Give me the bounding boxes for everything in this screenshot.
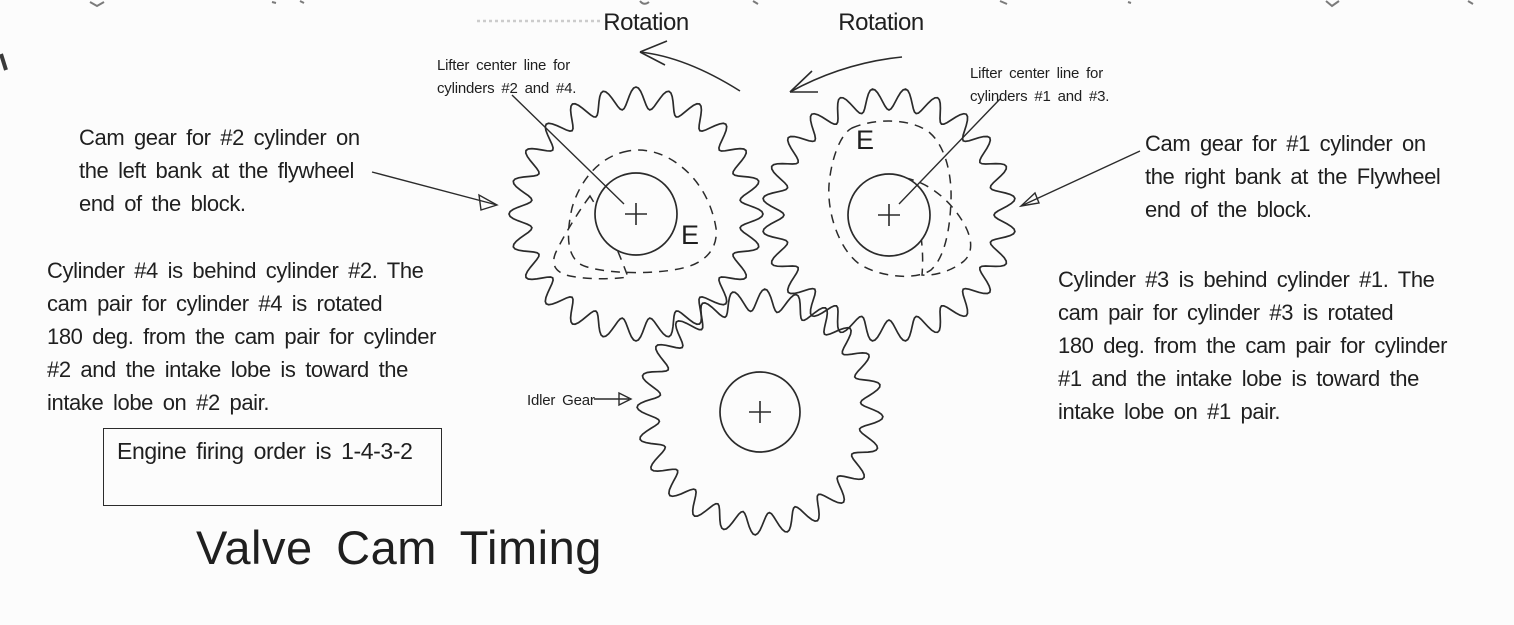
cylinder-note-right: Cylinder #3 is behind cylinder #1. The c… (1058, 267, 1448, 424)
firing-order-box: Engine firing order is 1-4-3-2 (103, 428, 442, 506)
scan-artifact-edge-mark (0, 53, 8, 71)
cam-gear-right-outline (762, 88, 1016, 342)
idler-gear-outline (636, 288, 884, 536)
rotation-arrow-right (789, 56, 903, 93)
page-title: Valve Cam Timing (196, 521, 602, 574)
cam-gear-left-outline (508, 86, 764, 342)
idler-gear-label: Idler Gear (527, 392, 595, 409)
rotation-label-left: Rotation (603, 9, 689, 36)
cam-gear-callout-left: Cam gear for #2 cylinder on the left ban… (79, 125, 360, 216)
rotation-label-right: Rotation (838, 9, 924, 36)
lifter-center-line-label-left: Lifter center line for cylinders #2 and … (437, 57, 577, 97)
exhaust-lobe-label-right: E (856, 125, 875, 155)
firing-order-text: Engine firing order is 1-4-3-2 (117, 438, 413, 464)
lifter-leader-left (511, 94, 625, 205)
cylinder-note-left: Cylinder #4 is behind cylinder #2. The c… (47, 258, 437, 415)
gear-center-crosshairs (625, 203, 900, 423)
cam-lobe-profiles-right (828, 120, 972, 278)
cam-gear-leader-left (371, 171, 499, 211)
idler-leader (594, 391, 633, 407)
exhaust-lobe-label-left: E (681, 220, 700, 250)
rotation-arrow-left (639, 40, 741, 92)
cam-gear-leader-right (1018, 150, 1141, 208)
scan-artifacts (89, 0, 1474, 8)
cam-gear-callout-right: Cam gear for #1 cylinder on the right ba… (1145, 131, 1441, 222)
cam-lobe-profiles-left (552, 149, 718, 280)
lifter-center-line-label-right: Lifter center line for cylinders #1 and … (970, 65, 1110, 105)
lifter-leader-right (898, 98, 1001, 205)
